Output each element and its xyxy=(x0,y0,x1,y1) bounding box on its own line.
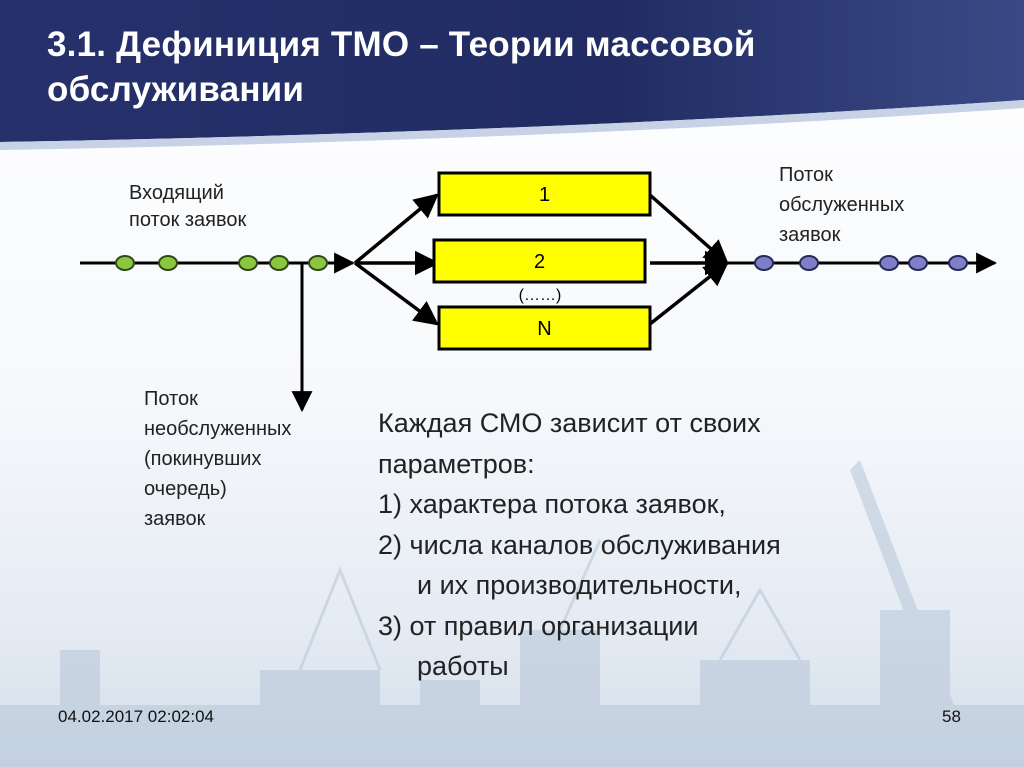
merge-arrow-n xyxy=(648,261,729,326)
channel-box-n xyxy=(437,305,652,351)
channel-label-n: N xyxy=(537,318,551,340)
incoming-request-dot xyxy=(158,255,178,271)
body-line-item-2: 2) числа каналов обслуживания xyxy=(378,529,781,560)
served-request-dot xyxy=(948,255,968,271)
channel-box-1 xyxy=(437,171,652,217)
slide-title: 3.1. Дефиниция ТМО – Теории массовой обс… xyxy=(47,25,756,109)
background-industrial-scene xyxy=(0,460,1024,767)
incoming-request-dot xyxy=(115,255,135,271)
split-arrow-n xyxy=(353,261,439,326)
channel-box-2 xyxy=(432,238,647,284)
served-request-dot xyxy=(908,255,928,271)
merge-arrow-1 xyxy=(648,193,729,265)
channel-2: 2 xyxy=(432,238,647,284)
incoming-request-dot xyxy=(269,255,289,271)
served-request-dot xyxy=(879,255,899,271)
channel-1: 1 xyxy=(437,171,652,217)
body-line-item-2-cont: и их производительности, xyxy=(417,570,742,600)
channel-label-2: 2 xyxy=(534,251,545,273)
split-arrow-1 xyxy=(353,193,439,265)
header-band xyxy=(0,0,1024,150)
served-request-dot xyxy=(799,255,819,271)
incoming-requests xyxy=(115,255,328,271)
channel-n: N xyxy=(437,305,652,351)
body-line-item-1: 1) характера потока заявок, xyxy=(378,489,726,519)
channel-ellipsis: (……) xyxy=(519,287,562,304)
page-number: 58 xyxy=(942,707,961,726)
incoming-request-dot xyxy=(308,255,328,271)
incoming-request-dot xyxy=(238,255,258,271)
body-line-item-3: 3) от правил организации xyxy=(378,610,699,641)
unserved-flow-label: Поток необслуженных (покинувших очередь)… xyxy=(144,388,292,530)
channel-label-1: 1 xyxy=(539,184,550,206)
body-line-item-3-cont: работы xyxy=(417,651,509,681)
body-line: Каждая СМО зависит от своих xyxy=(378,408,761,438)
served-flow-label: Поток обслуженных заявок xyxy=(779,164,905,246)
footer-date: 04.02.2017 02:02:04 xyxy=(58,707,214,726)
served-requests xyxy=(754,255,968,271)
body-text: Каждая СМО зависит от своих параметров: … xyxy=(378,403,938,687)
body-line: параметров: xyxy=(378,448,535,479)
incoming-flow-label: Входящий поток заявок xyxy=(129,182,247,231)
served-request-dot xyxy=(754,255,774,271)
